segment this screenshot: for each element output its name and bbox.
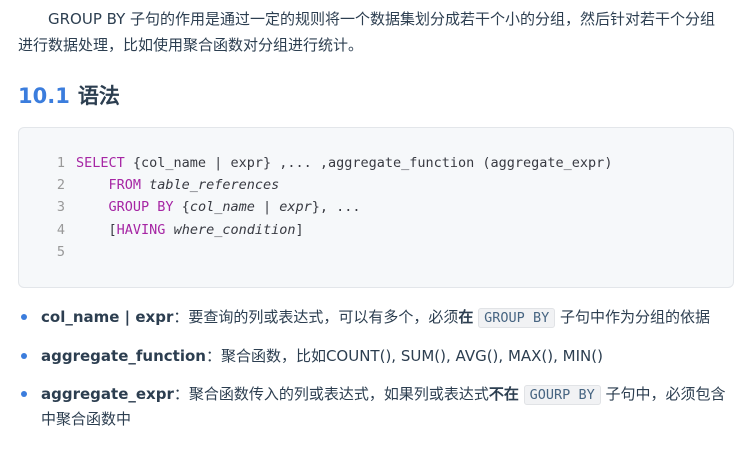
parameter-list: col_name | expr：要查询的列或表达式，可以有多个，必须在 GROU… xyxy=(18,305,730,445)
code-block[interactable]: 1 SELECT {col_name | expr} ,... ,aggregat… xyxy=(18,127,734,288)
code-keyword: FROM xyxy=(108,177,142,194)
line-number: 5 xyxy=(56,243,65,260)
section-number: 10.1 xyxy=(18,84,70,108)
code-line-1: 1 SELECT {col_name | expr} ,... ,aggregat… xyxy=(19,152,613,174)
section-title: 语法 xyxy=(77,84,120,108)
code-line-4: 4 [HAVING where_condition] xyxy=(19,219,612,241)
param-emphasis: 在 xyxy=(458,308,474,326)
list-item: aggregate_expr：聚合函数传入的列或表达式，如果列或表达式不在 GO… xyxy=(18,382,730,431)
param-desc: 子句中作为分组的依据 xyxy=(555,308,710,326)
param-term: aggregate_function xyxy=(41,347,206,365)
bullet-icon xyxy=(21,353,27,359)
code-italic: col_name xyxy=(189,199,255,216)
code-text: }, ... xyxy=(311,199,361,216)
code-line-2: 2 FROM table_references xyxy=(19,174,612,196)
code-line-5: 5 xyxy=(19,241,612,263)
code-text: { xyxy=(173,199,190,216)
code-text: ] xyxy=(295,221,304,238)
code-italic: where_condition xyxy=(173,221,296,238)
section-heading: 10.1 语法 xyxy=(18,80,120,112)
line-number: 4 xyxy=(56,221,65,238)
param-emphasis: 不在 xyxy=(488,385,519,403)
param-desc: ：聚合函数传入的列或表达式，如果列或表达式 xyxy=(173,385,489,403)
list-item: col_name | expr：要查询的列或表达式，可以有多个，必须在 GROU… xyxy=(18,305,730,330)
inline-code: GOURP BY xyxy=(523,385,601,405)
code-text: | xyxy=(254,199,280,216)
code-keyword: GROUP BY xyxy=(108,199,174,216)
bullet-icon xyxy=(21,314,27,320)
line-number: 1 xyxy=(56,155,65,171)
code-italic: table_references xyxy=(149,177,280,194)
param-desc: 子句中，必须包含中聚合函数中 xyxy=(41,385,726,428)
code-italic: expr xyxy=(279,199,312,216)
intro-paragraph: GROUP BY 子句的作用是通过一定的规则将一个数据集划分成若干个小的分组，然… xyxy=(18,10,716,54)
code-line-3: 3 GROUP BY {col_name | expr}, ... xyxy=(19,196,612,218)
code-lines: 1 SELECT {col_name | expr} ,... ,aggregat… xyxy=(19,152,613,263)
code-keyword: SELECT xyxy=(76,155,125,171)
line-number: 2 xyxy=(56,177,65,194)
param-term: col_name | expr xyxy=(41,308,174,326)
code-text: {col_name | expr} ,... ,aggregate_functi… xyxy=(124,155,613,171)
bullet-icon xyxy=(21,391,27,397)
param-term: aggregate_expr xyxy=(41,385,174,403)
inline-code: GROUP BY xyxy=(478,308,556,328)
list-item: aggregate_function：聚合函数，比如COUNT(), SUM()… xyxy=(18,344,730,368)
param-desc: ：要查询的列或表达式，可以有多个，必须 xyxy=(173,308,459,326)
code-text: [ xyxy=(108,221,117,238)
line-number: 3 xyxy=(56,199,65,216)
param-desc: ：聚合函数，比如COUNT(), SUM(), AVG(), MAX(), MI… xyxy=(205,347,603,365)
code-keyword: HAVING xyxy=(116,221,166,238)
